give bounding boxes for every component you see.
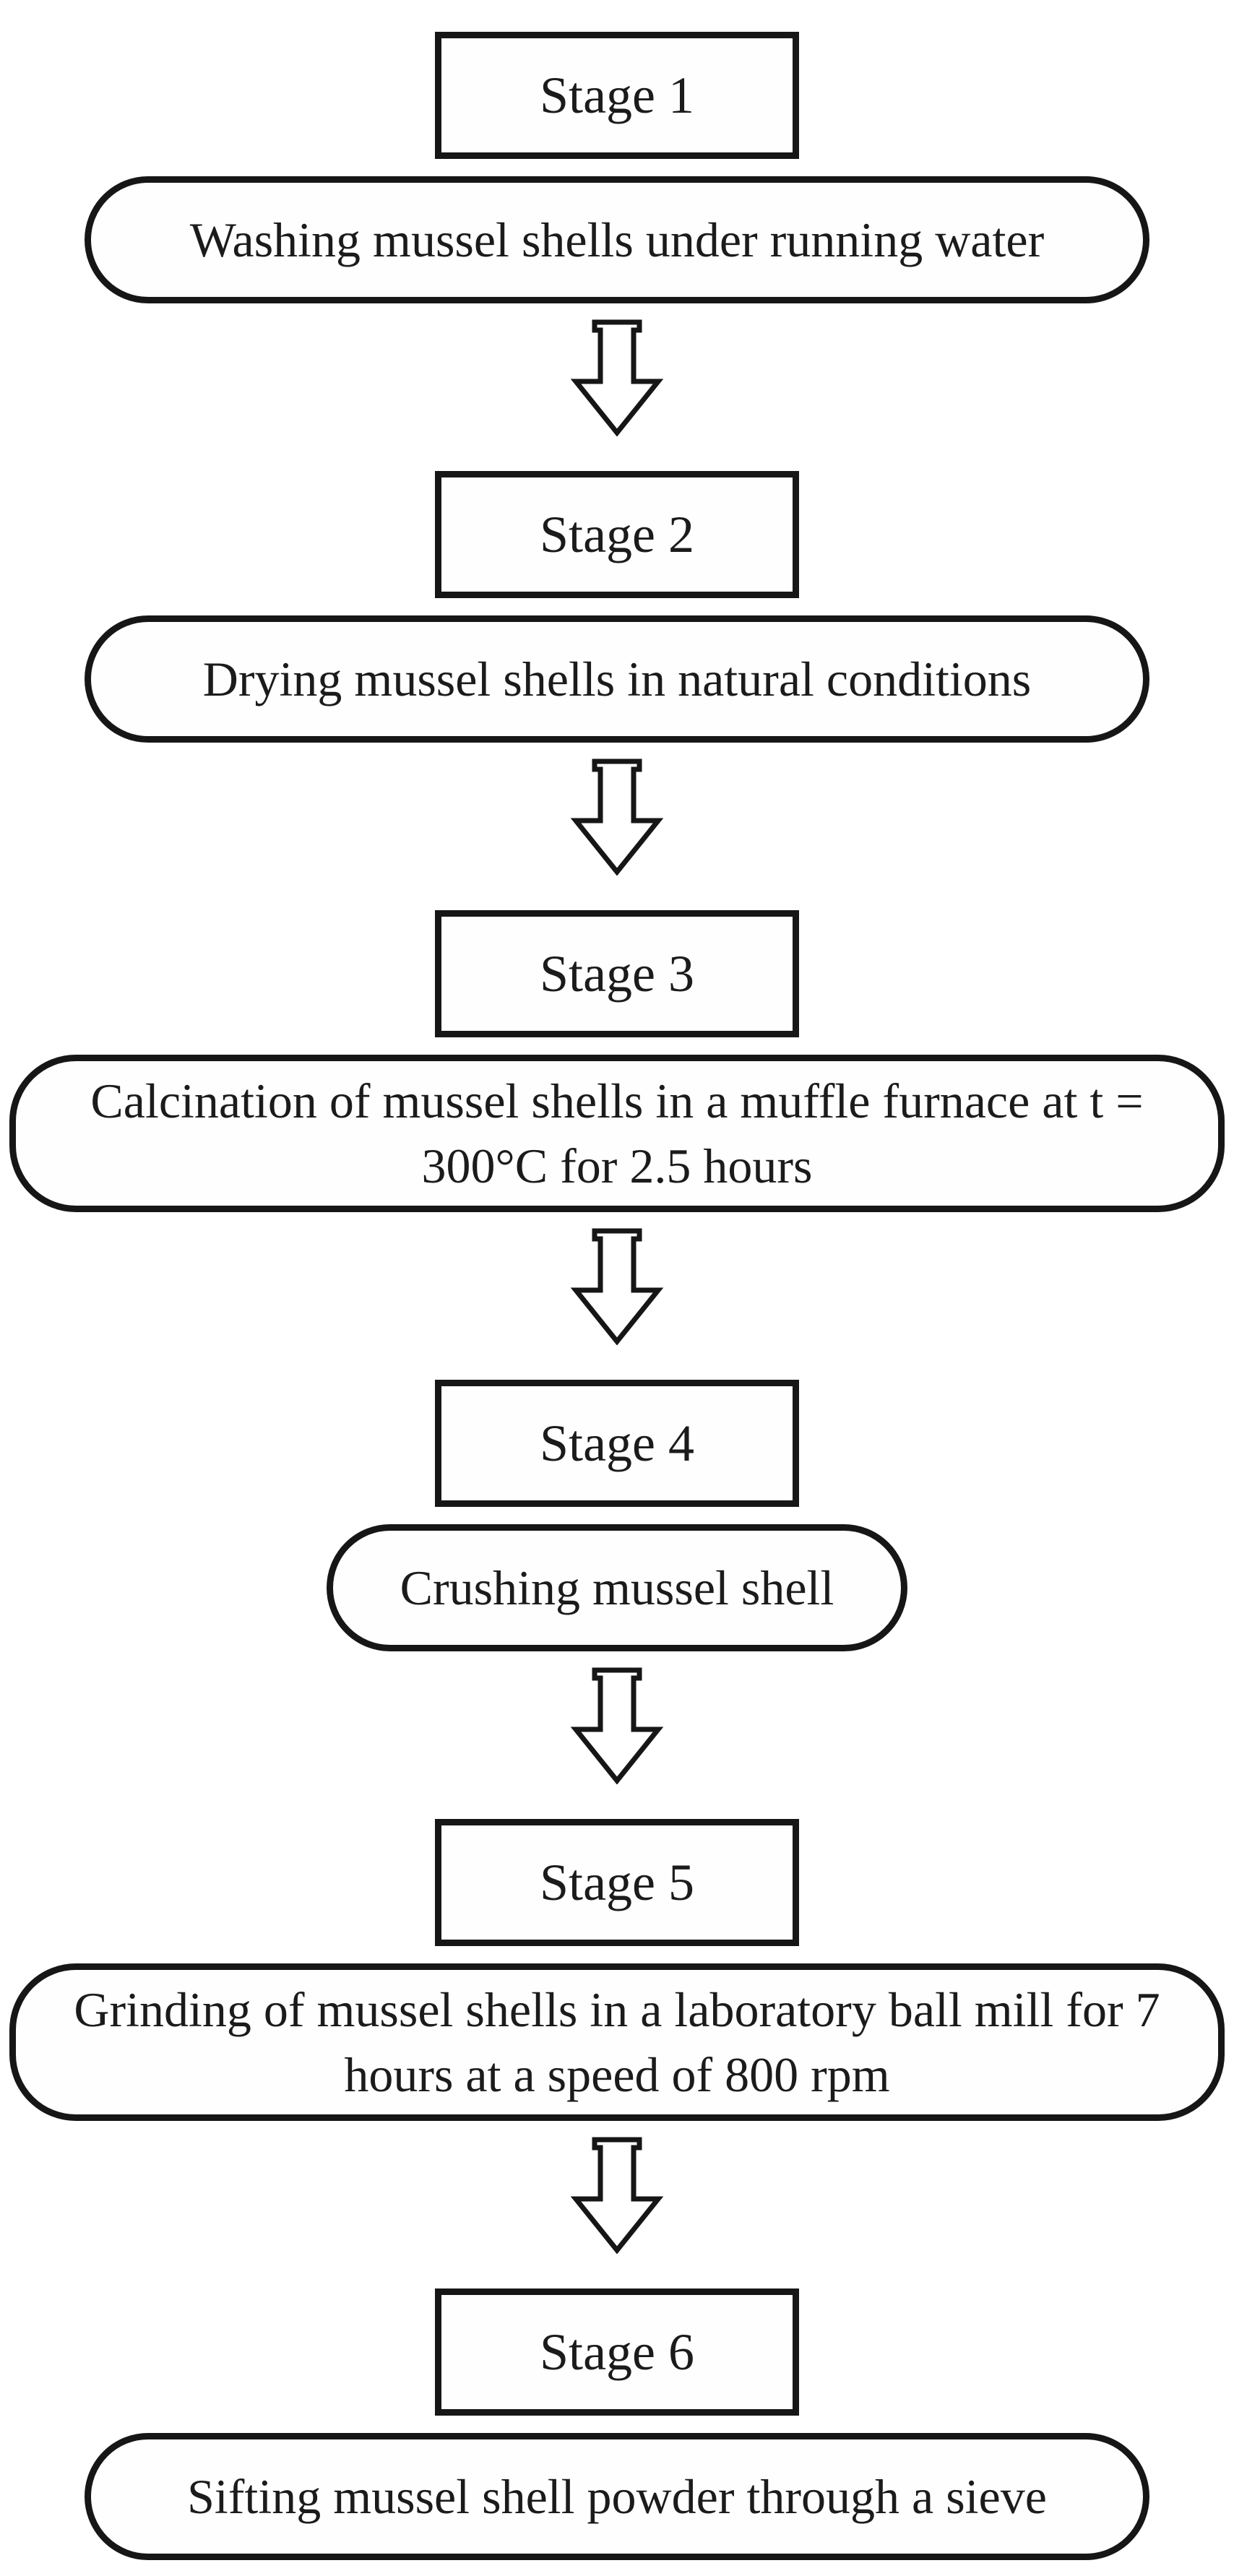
stage-3-description-box: Calcination of mussel shells in a muffle…: [9, 1055, 1225, 1212]
down-arrow-icon: [570, 2137, 664, 2254]
down-arrow-icon: [570, 1228, 664, 1345]
stage-2-label: Stage 2: [540, 506, 694, 563]
stage-1-box: Stage 1: [435, 32, 799, 159]
stage-2-group: Stage 2 Drying mussel shells in natural …: [85, 471, 1149, 910]
stage-1-description: Washing mussel shells under running wate…: [189, 212, 1045, 267]
stage-5-description: Grinding of mussel shells in a laborator…: [74, 1982, 1160, 2102]
stage-6-box: Stage 6: [435, 2288, 799, 2416]
stage-5-group: Stage 5 Grinding of mussel shells in a l…: [9, 1819, 1225, 2288]
down-arrow-icon: [570, 758, 664, 876]
stage-4-box: Stage 4: [435, 1380, 799, 1507]
stage-5-label: Stage 5: [540, 1854, 694, 1911]
stage-4-label: Stage 4: [540, 1414, 694, 1472]
stage-1-group: Stage 1 Washing mussel shells under runn…: [85, 32, 1149, 471]
stage-5-description-box: Grinding of mussel shells in a laborator…: [9, 1963, 1225, 2121]
stage-5-box: Stage 5: [435, 1819, 799, 1946]
stage-6-description-box: Sifting mussel shell powder through a si…: [85, 2433, 1149, 2560]
stage-4-description-box: Crushing mussel shell: [327, 1524, 907, 1651]
stage-6-group: Stage 6 Sifting mussel shell powder thro…: [85, 2288, 1149, 2576]
stage-2-description-box: Drying mussel shells in natural conditio…: [85, 615, 1149, 743]
stage-2-description: Drying mussel shells in natural conditio…: [202, 652, 1032, 706]
stage-4-description: Crushing mussel shell: [400, 1560, 834, 1615]
stage-3-description: Calcination of mussel shells in a muffle…: [90, 1073, 1144, 1193]
stage-1-description-box: Washing mussel shells under running wate…: [85, 176, 1149, 303]
stage-3-group: Stage 3 Calcination of mussel shells in …: [9, 910, 1225, 1380]
stage-6-label: Stage 6: [540, 2323, 694, 2381]
stage-4-group: Stage 4 Crushing mussel shell: [327, 1380, 907, 1819]
down-arrow-icon: [570, 1667, 664, 1784]
down-arrow-icon: [570, 319, 664, 436]
stage-3-label: Stage 3: [540, 945, 694, 1003]
stage-6-description: Sifting mussel shell powder through a si…: [187, 2469, 1047, 2524]
stage-1-label: Stage 1: [540, 66, 694, 124]
stage-2-box: Stage 2: [435, 471, 799, 598]
process-flowchart: Stage 1 Washing mussel shells under runn…: [9, 32, 1225, 2560]
stage-3-box: Stage 3: [435, 910, 799, 1037]
